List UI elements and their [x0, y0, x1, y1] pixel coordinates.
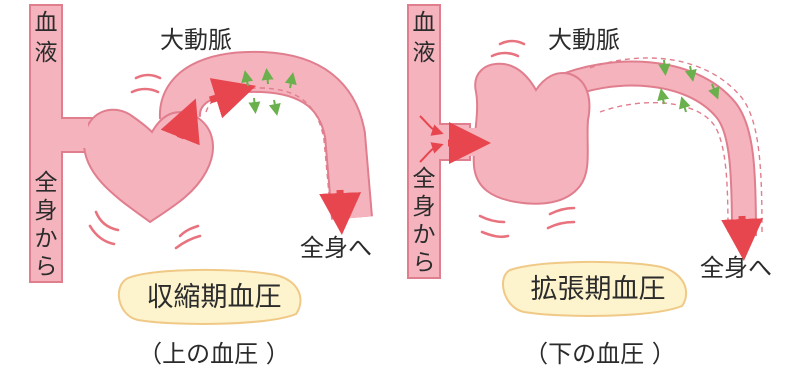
- blood-char-2: 液: [413, 40, 436, 66]
- contracted-heart: [84, 110, 213, 222]
- blood-char-1: 血: [413, 10, 436, 36]
- vessel-connector: [62, 122, 88, 148]
- blood-char-1: 血: [35, 10, 58, 36]
- to-body-label: 全身へ: [300, 234, 372, 262]
- from-body-char-1: 全: [35, 170, 58, 196]
- from-body-char-2: 身: [413, 194, 436, 220]
- diastolic-subtitle: （下の血圧 ）: [524, 340, 676, 368]
- diastolic-label: 拡張期血圧: [531, 274, 666, 305]
- from-body-char-4: ら: [35, 254, 58, 280]
- from-body-char-3: か: [35, 226, 58, 252]
- to-body-label: 全身へ: [700, 254, 772, 282]
- relaxed-heart: [474, 64, 590, 204]
- systolic-panel: 血 液 全 身 か ら 大動脈 全身へ 収縮期血圧 （上の血圧 ）: [30, 5, 372, 368]
- from-body-char-3: か: [413, 222, 436, 248]
- systolic-label: 収縮期血圧: [147, 282, 282, 313]
- aorta-inner-dashed: [600, 103, 728, 232]
- aorta-label: 大動脈: [548, 26, 620, 54]
- from-body-char-1: 全: [413, 166, 436, 192]
- aorta-label: 大動脈: [160, 26, 232, 54]
- systolic-subtitle: （上の血圧 ）: [138, 340, 290, 368]
- diastolic-panel: 血 液 全 身 か ら 大動脈 全身へ 拡張期血圧 （下の血圧 ）: [408, 5, 772, 368]
- from-body-char-4: ら: [413, 250, 436, 276]
- red-arrow-down: [742, 216, 743, 240]
- blood-char-2: 液: [35, 40, 58, 66]
- red-arrow-down: [340, 190, 341, 214]
- from-body-char-2: 身: [35, 198, 58, 224]
